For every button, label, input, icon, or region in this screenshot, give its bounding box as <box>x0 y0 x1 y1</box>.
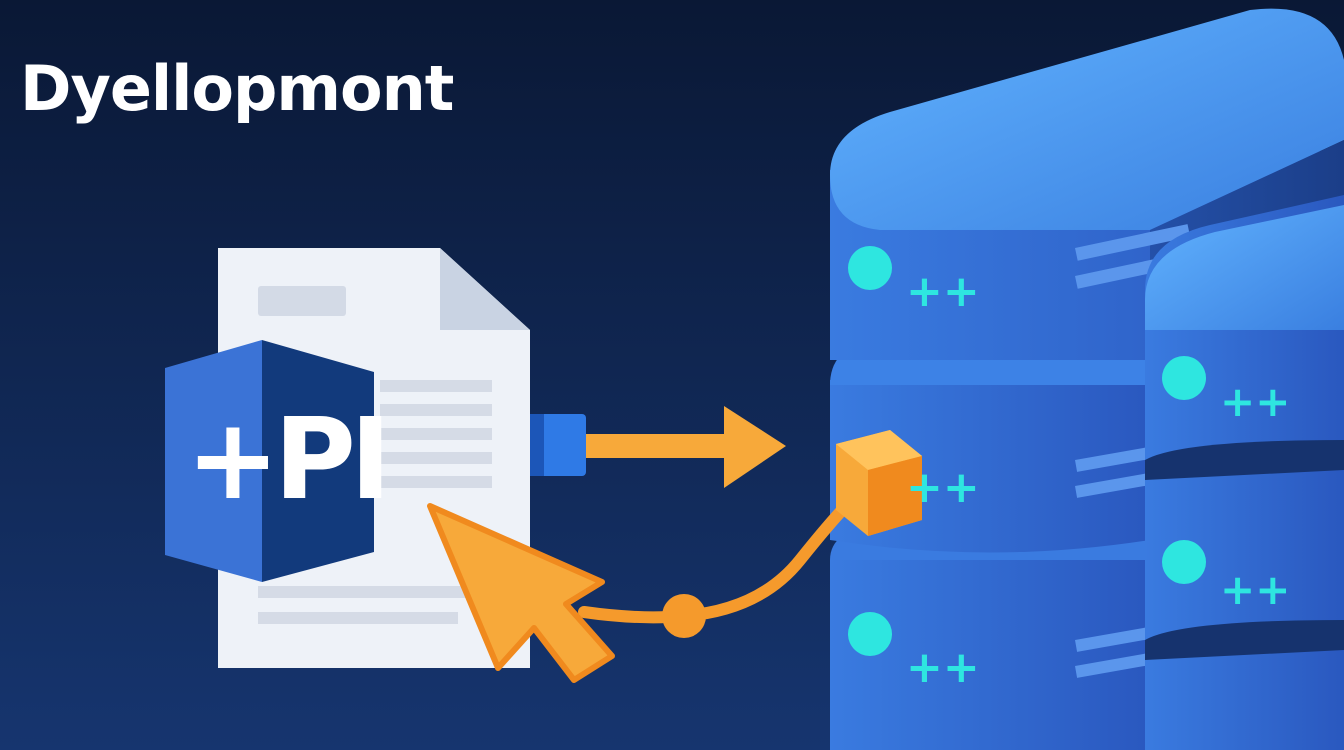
plug-connector-icon <box>530 414 586 476</box>
cursor-arrow-icon <box>427 503 615 683</box>
server-stack-icon <box>830 8 1344 750</box>
server-unit-label: ++ <box>1220 377 1290 426</box>
server-unit-label: ++ <box>906 266 980 317</box>
server-unit-label: ++ <box>1220 565 1290 614</box>
arrow-right-icon <box>586 406 786 488</box>
cable-node <box>662 594 706 638</box>
cable-line <box>578 486 866 624</box>
status-led <box>1162 540 1206 584</box>
hexagon-badge-label: +PI <box>186 395 392 525</box>
status-led <box>1162 356 1206 400</box>
status-led <box>848 612 892 656</box>
usb-connector-icon <box>836 430 922 536</box>
page-title: Dyellopmont <box>20 52 454 125</box>
server-unit-label: ++ <box>906 642 980 693</box>
hexagon-badge-icon <box>165 340 374 582</box>
server-unit-label: ++ <box>906 462 980 513</box>
status-led <box>848 246 892 290</box>
secondary-server-stack-icon <box>1145 195 1344 750</box>
